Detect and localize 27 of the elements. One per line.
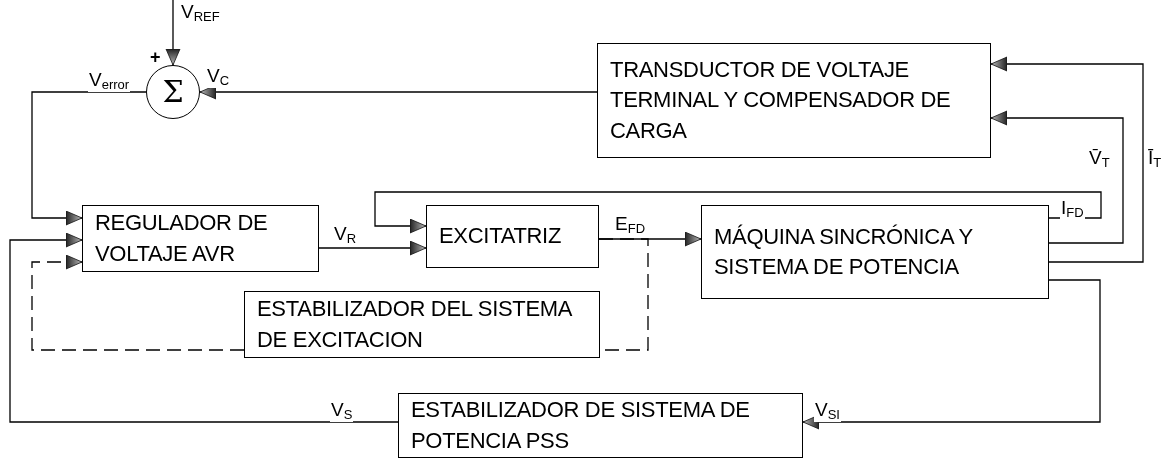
arrow	[9, 232, 399, 423]
process-box	[701, 205, 1049, 299]
process-box	[398, 393, 803, 458]
box-label: ESTABILIZADOR DE SISTEMA DE POTENCIA PSS	[411, 396, 751, 455]
arrow	[31, 91, 147, 226]
process-box	[426, 205, 599, 268]
sign-label: +	[150, 46, 161, 69]
arrow	[990, 110, 1124, 244]
sigma-symbol: Σ	[162, 77, 184, 107]
dashed-connector	[31, 254, 245, 351]
process-box	[597, 43, 991, 158]
box-label: REGULADOR DE VOLTAJE AVR	[95, 209, 269, 268]
arrow	[802, 279, 1101, 430]
summing-junction	[146, 65, 200, 119]
arrow	[318, 240, 427, 256]
dashed-connector	[598, 238, 649, 351]
edge-label: Ī$_{T}$	[1147, 146, 1163, 170]
box-label: ESTABILIZADOR DEL SISTEMA DE EXCITACION	[257, 295, 573, 354]
process-box	[244, 291, 600, 358]
process-box	[82, 205, 319, 272]
arrow	[374, 191, 1102, 234]
box-label: TRANSDUCTOR DE VOLTAJE TERMINAL Y COMPENSADOR DE CARGA	[610, 55, 952, 145]
arrow	[990, 56, 1144, 263]
box-label: EXCITATRIZ	[439, 222, 563, 251]
arrow	[165, 0, 181, 66]
edge-label: V̄$_{T}$	[1088, 146, 1111, 170]
box-label: MÁQUINA SINCRÓNICA Y SISTEMA DE POTENCIA	[714, 222, 974, 281]
